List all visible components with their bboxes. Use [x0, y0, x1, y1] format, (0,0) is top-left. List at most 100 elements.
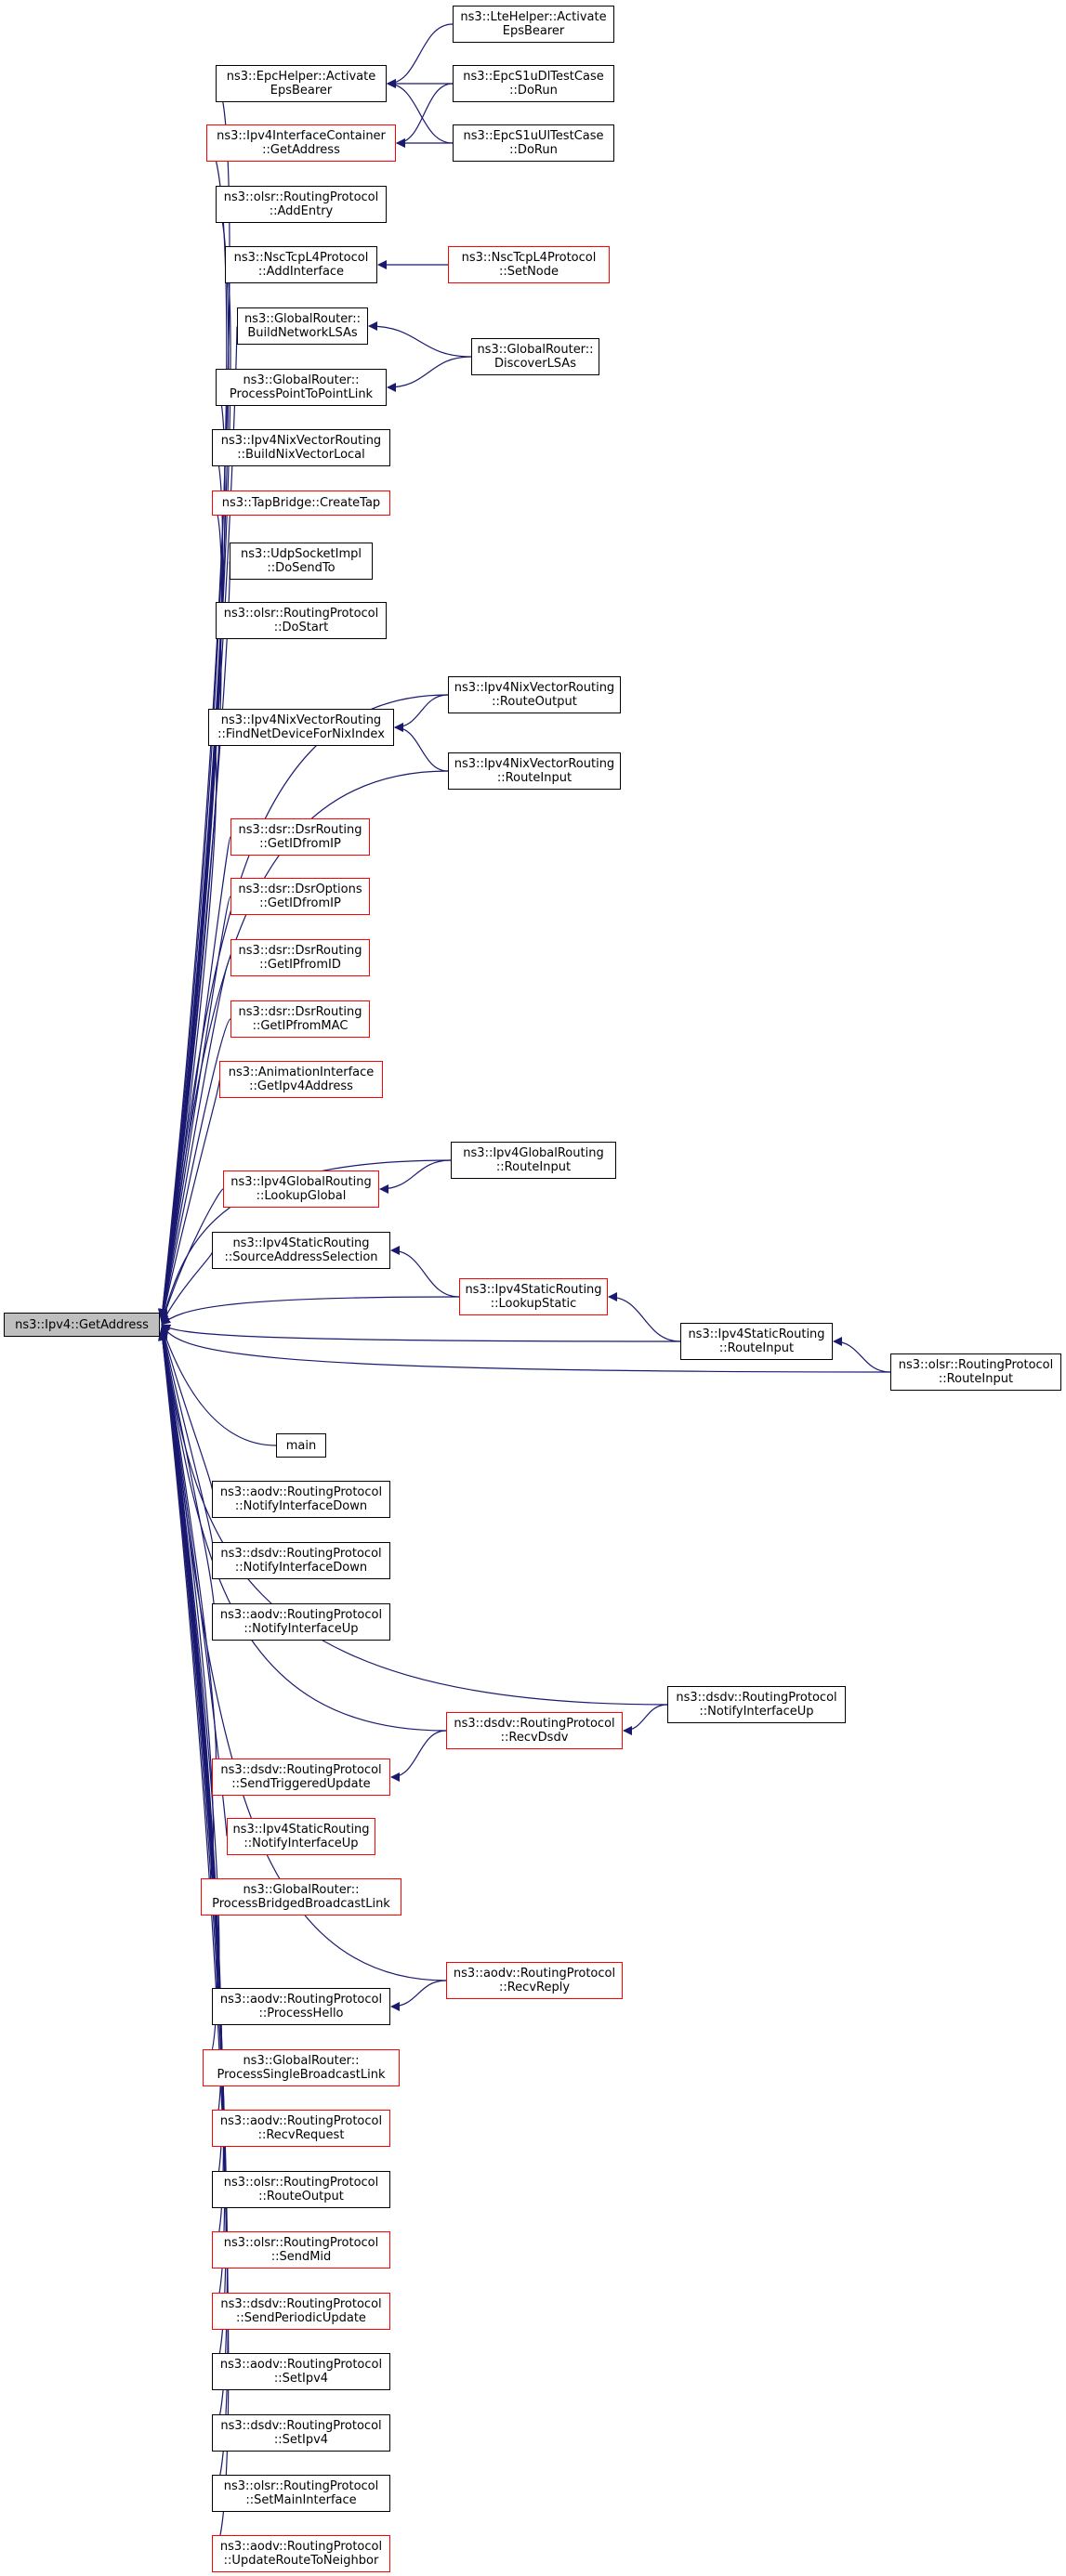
node-aodv-recvreq[interactable]: ns3::aodv::RoutingProtocol::RecvRequest — [212, 2110, 390, 2147]
call-edge-static-routeinput-to-root — [161, 1324, 681, 1342]
node-dsdv-setipv4[interactable]: ns3::dsdv::RoutingProtocol::SetIpv4 — [212, 2414, 390, 2452]
node-label-line: ::FindNetDeviceForNixIndex — [217, 727, 385, 741]
node-dsropt-getidfromip[interactable]: ns3::dsr::DsrOptions::GetIDfromIP — [230, 878, 370, 915]
node-label-line: ::RouteInput — [496, 771, 572, 785]
node-label-line: ProcessSingleBroadcastLink — [217, 2068, 386, 2082]
node-label-line: ns3::olsr::RoutingProtocol — [898, 1358, 1054, 1372]
node-label-line: ProcessPointToPointLink — [229, 387, 374, 401]
node-static-routeinput[interactable]: ns3::Ipv4StaticRouting::RouteInput — [680, 1323, 833, 1360]
node-label-line: ns3::dsr::DsrRouting — [238, 944, 362, 958]
node-label-line: ::DoSendTo — [267, 561, 336, 575]
node-label-line: ns3::NscTcpL4Protocol — [233, 251, 369, 265]
node-dsdv-ifup[interactable]: ns3::dsdv::RoutingProtocol::NotifyInterf… — [667, 1686, 846, 1723]
node-olsr-routeinput[interactable]: ns3::olsr::RoutingProtocol::RouteInput — [890, 1353, 1061, 1391]
node-label-line: BuildNetworkLSAs — [247, 326, 358, 340]
node-dsr-getidfromip[interactable]: ns3::dsr::DsrRouting::GetIDfromIP — [230, 818, 370, 856]
node-label-line: ::AddEntry — [269, 204, 334, 218]
node-dsr-getipfromid[interactable]: ns3::dsr::DsrRouting::GetIPfromID — [230, 939, 370, 976]
node-label-line: DiscoverLSAs — [494, 357, 576, 371]
node-anim-getipv4[interactable]: ns3::AnimationInterface::GetIpv4Address — [219, 1061, 383, 1098]
node-label-line: ::SourceAddressSelection — [224, 1250, 378, 1264]
node-label-line: ns3::Ipv4StaticRouting — [232, 1236, 370, 1250]
node-label-line: ns3::GlobalRouter:: — [243, 1883, 360, 1897]
node-udp-dosendto[interactable]: ns3::UdpSocketImpl::DoSendTo — [230, 543, 373, 580]
call-edge-s1udl-to-ifcont-getaddr — [396, 83, 454, 148]
node-nsc-setnode[interactable]: ns3::NscTcpL4Protocol::SetNode — [448, 246, 610, 283]
node-gr-p2p[interactable]: ns3::GlobalRouter::ProcessPointToPointLi… — [216, 369, 387, 406]
node-glob-routeinput[interactable]: ns3::Ipv4GlobalRouting::RouteInput — [451, 1142, 616, 1179]
node-tap-createtap[interactable]: ns3::TapBridge::CreateTap — [212, 490, 390, 516]
node-label-line: ::ProcessHello — [258, 2007, 344, 2020]
node-gr-bridged[interactable]: ns3::GlobalRouter::ProcessBridgedBroadca… — [201, 1878, 401, 1916]
node-s1udl[interactable]: ns3::EpcS1uDlTestCase::DoRun — [453, 65, 614, 102]
node-dsdv-sendperiodic[interactable]: ns3::dsdv::RoutingProtocol::SendPeriodic… — [212, 2293, 390, 2330]
node-nix-routeoutput[interactable]: ns3::Ipv4NixVectorRouting::RouteOutput — [448, 676, 621, 713]
node-main[interactable]: main — [276, 1433, 326, 1458]
node-nix-routeinput[interactable]: ns3::Ipv4NixVectorRouting::RouteInput — [448, 752, 621, 790]
node-gr-discover[interactable]: ns3::GlobalRouter::DiscoverLSAs — [471, 338, 599, 375]
node-label-line: ns3::olsr::RoutingProtocol — [223, 2236, 379, 2250]
node-label-line: ::NotifyInterfaceUp — [243, 1837, 359, 1850]
node-label-line: ns3::GlobalRouter:: — [243, 312, 362, 326]
node-dsr-getipfrommac[interactable]: ns3::dsr::DsrRouting::GetIPfromMAC — [230, 1000, 370, 1038]
node-aodv-recvreply[interactable]: ns3::aodv::RoutingProtocol::RecvReply — [446, 1962, 623, 1999]
node-olsr-dostart[interactable]: ns3::olsr::RoutingProtocol::DoStart — [216, 602, 387, 639]
node-gr-single[interactable]: ns3::GlobalRouter::ProcessSingleBroadcas… — [203, 2049, 400, 2086]
node-nix-findnetdev[interactable]: ns3::Ipv4NixVectorRouting::FindNetDevice… — [208, 709, 394, 746]
node-olsr-setmainif[interactable]: ns3::olsr::RoutingProtocol::SetMainInter… — [212, 2475, 390, 2512]
node-label-line: EpsBearer — [502, 24, 565, 38]
node-olsr-sendmid[interactable]: ns3::olsr::RoutingProtocol::SendMid — [212, 2231, 390, 2269]
node-label-line: ::GetIPfromID — [259, 958, 341, 972]
call-edge-dsdv-ifup-to-dsdv-recvdsdv — [623, 1704, 668, 1735]
call-edge-main-to-root — [160, 1325, 277, 1446]
node-ifcont-getaddr[interactable]: ns3::Ipv4InterfaceContainer::GetAddress — [206, 124, 396, 162]
node-static-lookup[interactable]: ns3::Ipv4StaticRouting::LookupStatic — [459, 1278, 608, 1315]
node-static-ifup[interactable]: ns3::Ipv4StaticRouting::NotifyInterfaceU… — [227, 1818, 375, 1855]
node-olsr-addentry[interactable]: ns3::olsr::RoutingProtocol::AddEntry — [216, 186, 387, 223]
node-static-srcaddr[interactable]: ns3::Ipv4StaticRouting::SourceAddressSel… — [212, 1232, 390, 1269]
call-edge-gr-p2p-to-root — [158, 386, 226, 1318]
node-label-line: ::RouteInput — [495, 1160, 572, 1174]
call-edge-olsr-routeinput-to-root — [161, 1324, 891, 1373]
node-label-line: ns3::dsdv::RoutingProtocol — [220, 1547, 382, 1561]
node-label-line: ns3::aodv::RoutingProtocol — [219, 2358, 383, 2372]
node-label-line: ns3::olsr::RoutingProtocol — [223, 607, 379, 621]
node-dsdv-sendtrig[interactable]: ns3::dsdv::RoutingProtocol::SendTriggere… — [212, 1759, 390, 1796]
node-label-line: main — [285, 1438, 317, 1453]
node-label-line: ns3::aodv::RoutingProtocol — [219, 1485, 383, 1499]
node-dsdv-ifdown[interactable]: ns3::dsdv::RoutingProtocol::NotifyInterf… — [212, 1542, 390, 1579]
node-label-line: ::SendMid — [270, 2250, 332, 2264]
call-edge-s1uul-to-epc-activate — [387, 79, 454, 144]
call-edge-gr-discover-to-gr-p2p — [387, 356, 472, 392]
node-label-line: ns3::dsr::DsrRouting — [238, 823, 362, 837]
node-aodv-updroute[interactable]: ns3::aodv::RoutingProtocol::UpdateRouteT… — [212, 2535, 390, 2572]
node-label-line: ns3::GlobalRouter:: — [477, 343, 594, 357]
node-nsc-addif[interactable]: ns3::NscTcpL4Protocol::AddInterface — [225, 246, 377, 283]
node-aodv-setipv4[interactable]: ns3::aodv::RoutingProtocol::SetIpv4 — [212, 2353, 390, 2390]
node-gr-buildnet[interactable]: ns3::GlobalRouter::BuildNetworkLSAs — [237, 307, 368, 345]
node-aodv-prochello[interactable]: ns3::aodv::RoutingProtocol::ProcessHello — [212, 1988, 390, 2025]
node-aodv-ifdown[interactable]: ns3::aodv::RoutingProtocol::NotifyInterf… — [212, 1481, 390, 1518]
node-glob-lookup[interactable]: ns3::Ipv4GlobalRouting::LookupGlobal — [223, 1170, 379, 1208]
call-edge-dsropt-getidfromip-to-root — [158, 896, 231, 1321]
node-nix-buildlocal[interactable]: ns3::Ipv4NixVectorRouting::BuildNixVecto… — [212, 429, 390, 466]
call-edge-dsdv-setipv4-to-root — [158, 1331, 229, 2434]
node-label-line: ::GetIDfromIP — [259, 837, 341, 851]
node-label-line: ns3::dsr::DsrRouting — [238, 1005, 362, 1019]
call-edge-glob-routeinput-to-root — [159, 1159, 452, 1324]
call-edge-aodv-recvreply-to-aodv-prochello — [390, 1980, 447, 2011]
node-aodv-ifup[interactable]: ns3::aodv::RoutingProtocol::NotifyInterf… — [212, 1603, 390, 1641]
node-olsr-routeoutput[interactable]: ns3::olsr::RoutingProtocol::RouteOutput — [212, 2171, 390, 2208]
node-dsdv-recvdsdv[interactable]: ns3::dsdv::RoutingProtocol::RecvDsdv — [446, 1712, 623, 1749]
call-edge-dsr-getipfromid-to-root — [158, 957, 231, 1322]
node-label-line: ::NotifyInterfaceDown — [234, 1561, 368, 1575]
call-edge-nix-routeinput-to-nix-findnetdev — [394, 723, 449, 772]
node-label-line: ns3::aodv::RoutingProtocol — [219, 1608, 383, 1622]
call-edge-glob-routeinput-to-glob-lookup — [379, 1159, 452, 1194]
node-s1uul[interactable]: ns3::EpcS1uUlTestCase::DoRun — [453, 124, 614, 162]
node-label-line: ::SendTriggeredUpdate — [231, 1777, 371, 1791]
node-label-line: ::LookupGlobal — [256, 1189, 347, 1203]
